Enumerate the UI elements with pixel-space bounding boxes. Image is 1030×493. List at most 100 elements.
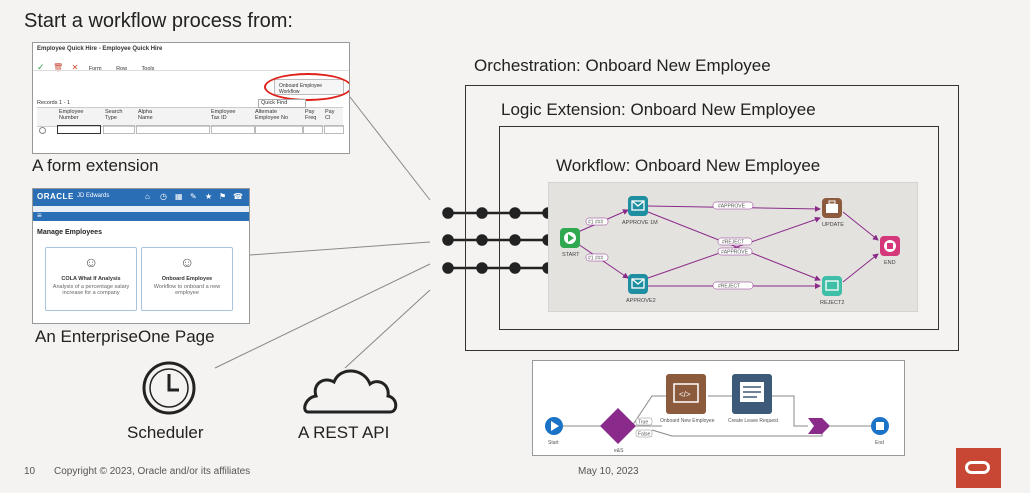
svg-text:False: False [638, 432, 650, 438]
svg-text:End: End [875, 440, 884, 446]
col-employee-number: Employee Number [59, 109, 84, 122]
svg-text:APPROVE2: APPROVE2 [626, 298, 656, 304]
node-start[interactable]: START [560, 228, 580, 258]
form-title: Employee Quick Hire - Employee Quick Hir… [37, 46, 163, 52]
svg-text:True: True [638, 420, 648, 426]
person-icon: ☺ [84, 254, 99, 270]
highlight-ellipse [264, 73, 349, 101]
copyright: Copyright © 2023, Oracle and/or its affi… [54, 466, 251, 477]
orchestration-label: Orchestration: Onboard New Employee [474, 56, 771, 75]
form-extension-caption: A form extension [32, 156, 159, 175]
svg-text:#1 ###: #1 ### [588, 256, 604, 262]
edge-label-reject-mid: #REJECT [717, 237, 753, 246]
home-icon[interactable]: ⌂ [145, 192, 150, 201]
svg-text:</>: </> [679, 390, 691, 399]
tile-onboard[interactable]: ☺ Onboard Employee Workflow to onboard a… [141, 247, 233, 311]
tile-onboard-title: Onboard Employee [161, 276, 213, 282]
oracle-o-icon [965, 461, 990, 474]
svg-text:#REJECT: #REJECT [722, 240, 744, 246]
star-icon[interactable]: ★ [205, 192, 213, 201]
cloud-icon [303, 369, 398, 414]
col-search-type: Search Type [105, 109, 123, 122]
e1-page-caption: An EnterpriseOne Page [35, 327, 215, 346]
svg-text:e&S: e&S [614, 448, 624, 454]
node-update[interactable]: UPDATE [822, 198, 844, 228]
oracle-logo: ORACLE [37, 192, 74, 201]
orchestration-box [465, 85, 959, 351]
svg-text:START: START [562, 252, 580, 258]
tile-cola-desc: Analysis of a percentage salary increase… [52, 284, 130, 297]
toolbar-form[interactable]: Form [88, 66, 102, 72]
mini-node-onboard[interactable]: </> Onboard New Employee [660, 374, 715, 424]
form-divider [33, 70, 349, 71]
svg-text:APPROVE 1M: APPROVE 1M [622, 220, 658, 226]
svg-text:REJECT2: REJECT2 [820, 300, 844, 306]
node-reject2[interactable]: REJECT2 [820, 276, 844, 306]
row-radio[interactable] [39, 127, 46, 134]
edge-label-approve-mid: #APPROVE [717, 247, 753, 256]
toolbar-row[interactable]: Row [116, 66, 128, 72]
mini-orchestration: Start e&S True False </> Onboard New Emp… [532, 360, 905, 456]
menu-bar: ≡ [33, 211, 249, 221]
toolbar-tools[interactable]: Tools [141, 66, 155, 72]
person-add-icon: ☺ [180, 254, 195, 270]
slide-title: Start a workflow process from: [24, 10, 293, 32]
svg-text:#1 ###: #1 ### [588, 220, 604, 226]
records-label: Records 1 - 1 [37, 100, 71, 106]
jde-subbar [33, 206, 249, 212]
workflow-label: Workflow: Onboard New Employee [556, 156, 821, 175]
row-input-6[interactable] [303, 125, 323, 134]
logic-extension-box [499, 126, 939, 330]
row-input-5[interactable] [255, 125, 303, 134]
trash-icon[interactable]: 🗑 [53, 63, 64, 72]
mini-edge-true: True [635, 417, 653, 426]
svg-text:Onboard New Employee: Onboard New Employee [660, 418, 715, 424]
row-input-2[interactable] [103, 125, 135, 134]
chart-icon[interactable]: ▦ [175, 192, 183, 201]
row-input-1[interactable] [57, 125, 101, 134]
svg-text:#APPROVE: #APPROVE [721, 250, 749, 256]
mini-node-join[interactable] [808, 418, 830, 434]
mini-node-decision[interactable]: e&S [600, 408, 636, 454]
close-icon[interactable]: ✕ [71, 63, 79, 72]
mini-node-start[interactable]: Start [545, 417, 563, 446]
jde-header-bar: ORACLE JD Edwards ⌂ ◷ ▦ ✎ ★ ⚑ ☎ [33, 189, 249, 206]
svg-text:Create Leave Request: Create Leave Request [728, 418, 779, 424]
node-approve2[interactable]: APPROVE2 [626, 274, 656, 304]
node-approve1[interactable]: APPROVE 1M [622, 196, 658, 226]
clock-icon [142, 361, 196, 415]
tile-cola[interactable]: ☺ COLA What If Analysis Analysis of a pe… [45, 247, 137, 311]
scheduler-caption: Scheduler [127, 423, 204, 442]
mini-edge-false: False [635, 429, 653, 438]
notification-icon[interactable]: ☎ [233, 192, 243, 201]
row-input-4[interactable] [211, 125, 255, 134]
page-number: 10 [24, 466, 36, 477]
row-input-3[interactable] [136, 125, 210, 134]
edge-label-e1: #1 ### [585, 217, 609, 226]
svg-text:END: END [884, 260, 896, 266]
mini-node-end[interactable]: End [871, 417, 889, 446]
svg-text:#APPROVE: #APPROVE [718, 204, 746, 210]
grid-header [37, 107, 343, 127]
mini-node-leave[interactable]: Create Leave Request [728, 374, 779, 424]
col-alpha-name: Alpha Name [138, 109, 153, 122]
oracle-logo-badge [956, 448, 1001, 488]
flag-icon[interactable]: ⚑ [219, 192, 227, 201]
node-end[interactable]: END [880, 236, 900, 266]
check-icon[interactable]: ✓ [37, 62, 45, 72]
tile-onboard-desc: Workflow to onboard a new employee [153, 284, 221, 297]
history-icon[interactable]: ◷ [160, 192, 167, 201]
edge-label-approve: #APPROVE [712, 201, 754, 210]
col-pay-cl: Pay Cl [325, 109, 335, 122]
col-alt-employee: Alternate Employee No [255, 109, 289, 122]
logic-extension-label: Logic Extension: Onboard New Employee [501, 100, 816, 119]
row-input-7[interactable] [324, 125, 344, 134]
edit-icon[interactable]: ✎ [190, 192, 197, 201]
e1-page-panel: ORACLE JD Edwards ⌂ ◷ ▦ ✎ ★ ⚑ ☎ ≡ Manage… [32, 188, 250, 324]
quick-find-input[interactable]: Quick Find [258, 99, 306, 108]
svg-text:UPDATE: UPDATE [822, 222, 844, 228]
svg-text:Start: Start [548, 440, 559, 446]
tile-cola-title: COLA What If Analysis [61, 276, 121, 282]
hamburger-icon[interactable]: ≡ [37, 211, 42, 220]
